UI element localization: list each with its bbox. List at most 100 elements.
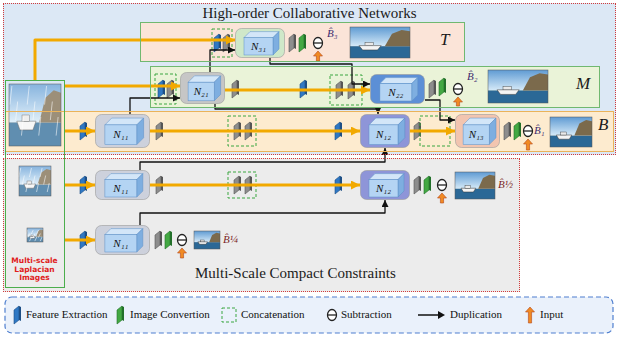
feature-map-icon-side — [160, 231, 162, 246]
block-label: N₁₁ — [113, 237, 128, 250]
feature-map-icon-face — [289, 34, 294, 52]
feature-map-icon-side — [509, 122, 511, 137]
subtraction-symbol — [178, 235, 187, 246]
cube-side — [214, 76, 220, 101]
rain-streak — [22, 176, 24, 185]
input-group: Multi-scale Laplacian Images — [5, 80, 65, 288]
network-block: N₁₁ — [95, 114, 150, 148]
subtraction-symbol — [524, 126, 533, 137]
input-arrow — [314, 51, 323, 61]
sea — [455, 189, 495, 199]
legend-symbol — [14, 306, 21, 324]
cube-side — [137, 174, 143, 197]
flow-arrow — [410, 130, 455, 133]
legend-duplication-head — [438, 311, 445, 319]
network-block: N₁₁ — [95, 170, 150, 200]
thumbnail-frame — [350, 27, 410, 58]
sky — [488, 70, 548, 90]
rain-streak — [21, 117, 23, 136]
block-label: N₁₂ — [376, 128, 391, 141]
block-label: N₁₁ — [113, 128, 128, 141]
subtraction-bar — [438, 184, 447, 185]
region-title: High-order Collaborative Networks — [202, 5, 416, 22]
thumbnail-frame — [455, 172, 495, 199]
thumbnail-frame — [19, 166, 51, 196]
rain-haze — [19, 166, 51, 196]
subtraction-symbol — [438, 180, 447, 191]
image-conversion-icon — [165, 231, 172, 249]
scene-thumbnail — [550, 117, 592, 147]
network-block: N₁₃ — [455, 114, 500, 148]
network-block: N₁₂ — [360, 170, 410, 200]
sea — [550, 136, 592, 147]
concatenation-box — [155, 74, 176, 104]
subtraction-bar — [454, 88, 463, 89]
duplication-arrow — [140, 200, 385, 225]
legend-swatch-side — [122, 306, 124, 321]
cube-front — [380, 84, 412, 101]
cube-top — [380, 78, 418, 84]
block-tile — [361, 115, 410, 148]
feature-map-icon-side — [419, 176, 421, 191]
scene-thumbnail — [350, 27, 410, 58]
feature-extraction-icon — [214, 34, 221, 52]
block-tile — [181, 73, 225, 104]
cube-side — [398, 118, 405, 145]
input-arrow-shape — [314, 51, 323, 61]
region-fill — [5, 111, 614, 152]
rain-streak — [44, 176, 46, 185]
legend-swatch — [14, 306, 19, 324]
block-tile — [96, 115, 150, 148]
subtraction-ring — [314, 38, 323, 49]
block-tile — [361, 171, 410, 200]
legend-concatenation-box — [222, 308, 236, 322]
flow-arrow — [65, 184, 95, 187]
rain-streak — [33, 176, 35, 185]
band-label: M — [576, 74, 590, 94]
subtraction-bar — [524, 130, 533, 131]
rain-streak — [29, 168, 31, 177]
rain-streak — [35, 237, 37, 241]
feature-map-icon-face — [223, 34, 228, 52]
flow-arrow — [150, 130, 360, 133]
scene-thumbnail — [9, 84, 61, 146]
cube-front — [244, 38, 273, 55]
scene-thumbnail — [26, 228, 43, 242]
band-label: T — [440, 30, 449, 50]
boat-cabin — [365, 43, 373, 46]
rain-streak — [10, 86, 12, 105]
rain-streak — [45, 86, 47, 105]
input-arrow-shape — [524, 139, 533, 150]
cube-front — [105, 235, 137, 252]
cube-side — [412, 78, 418, 101]
legend-swatch-side — [19, 306, 21, 321]
block-tile — [96, 226, 150, 255]
input-arrow-shape — [526, 307, 535, 323]
subtraction-ring — [438, 180, 447, 191]
duplication-arrow — [210, 50, 235, 72]
scene-thumbnail — [19, 166, 51, 196]
scene-thumbnail — [455, 172, 495, 199]
boat-cabin — [561, 132, 567, 135]
image-conversion-icon-side — [444, 78, 446, 93]
feature-map-icon — [504, 122, 511, 140]
constraint-region: N₁₁N₁₂N₁₁Multi-Scale Compact Constraints — [3, 158, 520, 292]
block-tile — [456, 115, 500, 148]
rain-haze — [9, 84, 61, 146]
network-block: N₂₁ — [180, 72, 225, 104]
block-label: N₂₁ — [194, 85, 209, 98]
legend-swatch — [117, 306, 122, 324]
image-conversion-icon — [424, 176, 431, 194]
flow-arrow — [225, 89, 370, 92]
rain-streak — [27, 86, 29, 105]
cliff — [478, 175, 495, 189]
rain-streak — [29, 237, 31, 241]
image-conversion-icon-side — [429, 176, 431, 191]
image-conversion-icon-face — [439, 78, 444, 96]
legend-text: Image Convertion — [130, 308, 210, 321]
image-conversion-icon — [439, 78, 446, 96]
feature-extraction-icon-face — [158, 80, 163, 98]
cube-side — [273, 32, 279, 55]
